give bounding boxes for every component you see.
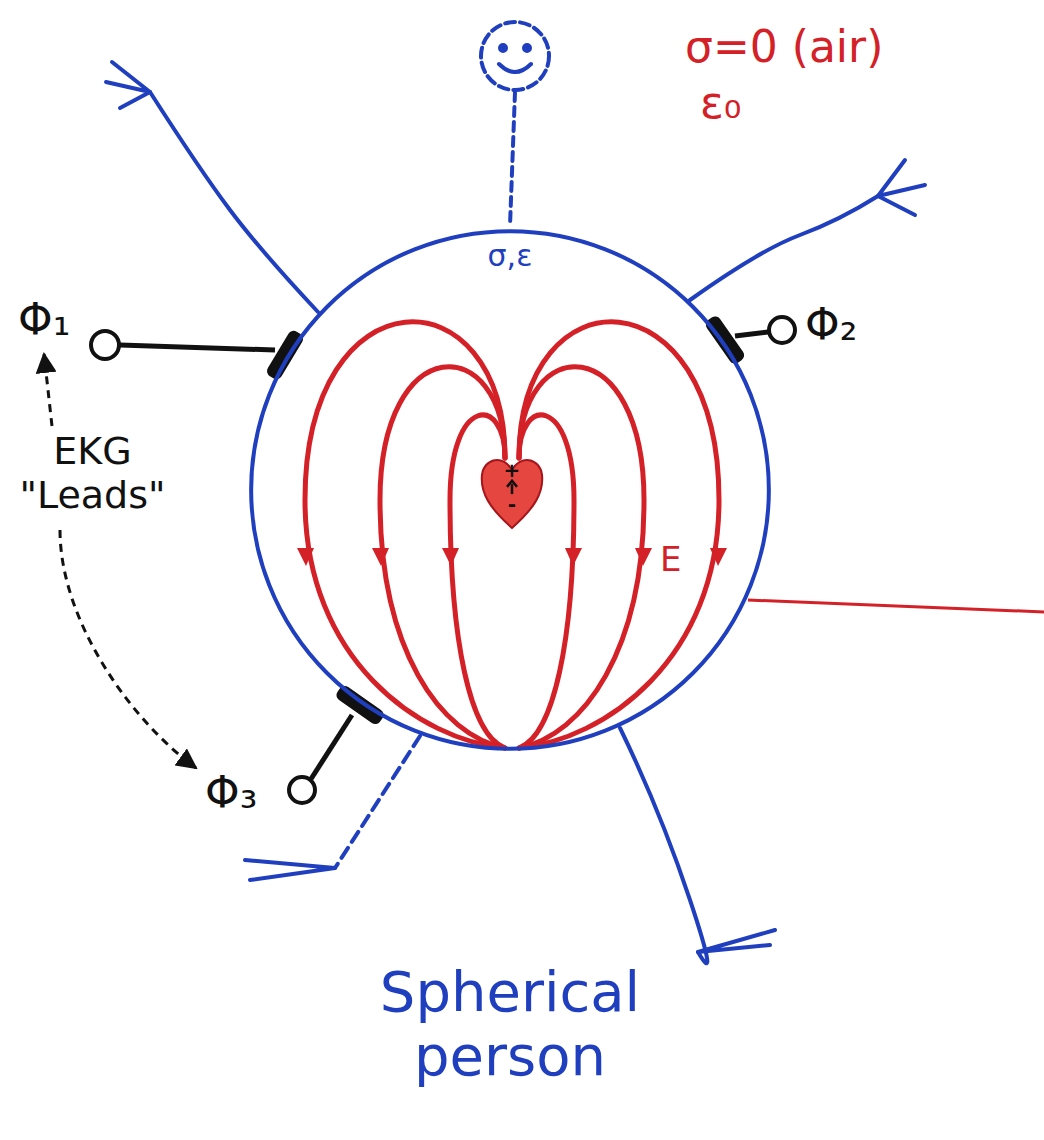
conductivity-label: σ,ε (248, 238, 772, 274)
medium-label: σ=0 (air) (685, 22, 883, 73)
medium-label-box: σ=0 (air) (685, 22, 883, 73)
field-arrowhead (372, 548, 389, 566)
left-foot (245, 860, 335, 880)
electrode-pad (704, 314, 747, 366)
right-hand (878, 160, 925, 215)
electrode-pad (334, 684, 386, 727)
eye (500, 45, 506, 51)
electrode-terminal (289, 777, 315, 803)
field-line (519, 367, 644, 748)
heart-dipole: +- (480, 452, 544, 530)
electrode-wire (311, 715, 352, 779)
field-lines (305, 322, 719, 748)
field-line (305, 322, 505, 748)
note-label-box: EKG "Leads" (5, 430, 180, 517)
person-figure (106, 22, 925, 963)
right-arm (690, 196, 878, 300)
permittivity-label-box: ε₀ (700, 78, 741, 129)
neck (510, 92, 515, 226)
note-label: EKG "Leads" (5, 430, 180, 517)
head (481, 22, 549, 90)
potential-label-box: Φ₃ (205, 768, 257, 819)
left-arm (150, 92, 318, 312)
smile (499, 64, 531, 72)
dipole-arrowhead (507, 481, 517, 487)
left-hand (106, 62, 150, 108)
left-leg (335, 736, 420, 868)
field-arrowhead (565, 548, 582, 566)
field-leader-line (748, 600, 1044, 612)
permittivity-label: ε₀ (700, 78, 741, 129)
field-line (380, 367, 505, 748)
potential-label-box: Φ₁ (18, 295, 70, 346)
electrodes (91, 314, 795, 803)
potential-label: Φ₃ (205, 768, 257, 819)
field-arrowhead (297, 548, 314, 566)
electrode-terminal (769, 317, 795, 343)
sphere-outline (251, 231, 769, 749)
lead-pointers (44, 354, 196, 768)
dipole-arrow (511, 484, 514, 494)
electrode-terminal (91, 331, 119, 359)
right-leg (620, 728, 707, 963)
eye (524, 45, 530, 51)
potential-label-box: Φ₂ (805, 300, 857, 351)
charge-sign: - (480, 494, 544, 514)
potential-label: Φ₁ (18, 295, 70, 346)
field-arrowhead (635, 548, 652, 566)
electrode-wire (735, 332, 768, 336)
lead-pointer (60, 530, 196, 768)
field-label-box: E (660, 540, 681, 579)
electrode-wire (120, 345, 275, 350)
field-line (519, 322, 719, 748)
field-arrowhead (710, 548, 727, 566)
potential-label: Φ₂ (805, 300, 857, 351)
caption-label: Spherical person (330, 960, 690, 1089)
lead-pointer (44, 354, 52, 426)
field-label: E (660, 540, 681, 579)
caption-label-box: Spherical person (330, 960, 690, 1089)
right-foot (698, 930, 775, 952)
field-arrowhead (442, 548, 459, 566)
body-sphere: σ,ε+- (248, 228, 772, 752)
charge-sign: + (480, 460, 544, 480)
